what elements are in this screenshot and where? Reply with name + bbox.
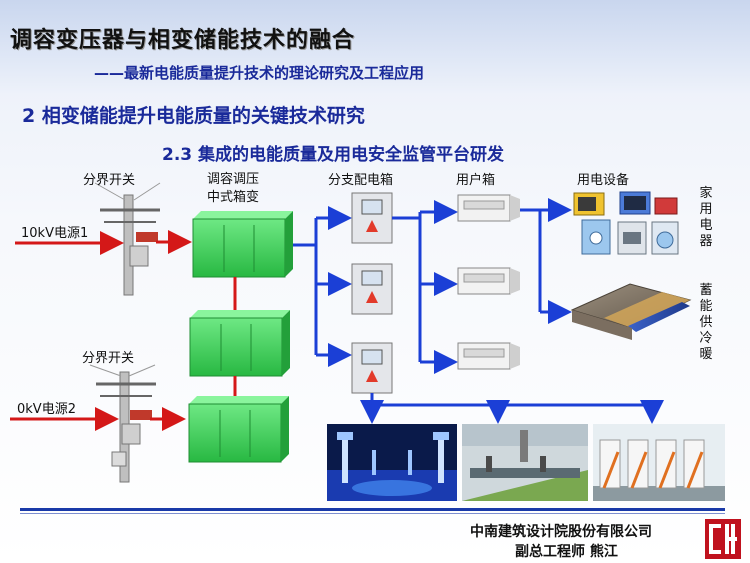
label-boundary-switch-top: 分界开关	[83, 173, 136, 188]
label-transformer-line1: 调容调压	[207, 172, 260, 187]
label-transformer-line2: 中式箱变	[207, 190, 260, 205]
label-source2: 0kV电源2	[17, 402, 76, 417]
utility-pole-top	[94, 182, 161, 296]
user-box-2	[457, 267, 520, 295]
transformer-box-bottom	[188, 396, 289, 463]
label-boundary-switch-bottom: 分界开关	[82, 351, 135, 366]
transformer-box-top	[192, 211, 293, 278]
distribution-box-1	[351, 192, 393, 244]
slide-title: 调容变压器与相变储能技术的融合	[10, 28, 356, 53]
company-logo	[705, 519, 741, 559]
company-name: 中南建筑设计院股份有限公司	[470, 524, 652, 540]
label-storage-heating-cooling: 蓄能供冷暖	[699, 283, 713, 362]
user-box-3	[457, 342, 520, 370]
user-box-1	[457, 194, 520, 222]
label-home-appliances: 家用电器	[699, 186, 713, 249]
utility-pole-bottom	[89, 364, 156, 483]
logo-mark-icon	[709, 524, 737, 554]
transformer-box-middle	[189, 310, 290, 377]
label-source1: 10kV电源1	[21, 226, 89, 241]
sub-heading: 2.3 集成的电能质量及用电安全监管平台研发	[162, 145, 505, 165]
label-equipment: 用电设备	[577, 173, 630, 188]
slide-subtitle: ——最新电能质量提升技术的理论研究及工程应用	[94, 64, 425, 82]
home-appliances-icon	[573, 191, 679, 255]
label-user-box: 用户箱	[456, 173, 496, 188]
footer-divider	[20, 508, 725, 511]
header-band	[0, 0, 750, 95]
storage-floor-panel	[570, 283, 692, 340]
photo-night-street-lights	[327, 424, 457, 501]
photo-charging-stations	[593, 424, 725, 501]
label-distribution-box: 分支配电箱	[328, 173, 394, 188]
distribution-box-2	[351, 263, 393, 315]
engineer-name: 副总工程师 熊江	[515, 544, 618, 560]
footer-divider-thin	[20, 513, 725, 514]
distribution-box-3	[351, 342, 393, 394]
section-heading: 2 相变储能提升电能质量的关键技术研究	[22, 105, 365, 127]
photo-street-chargers	[462, 424, 588, 501]
